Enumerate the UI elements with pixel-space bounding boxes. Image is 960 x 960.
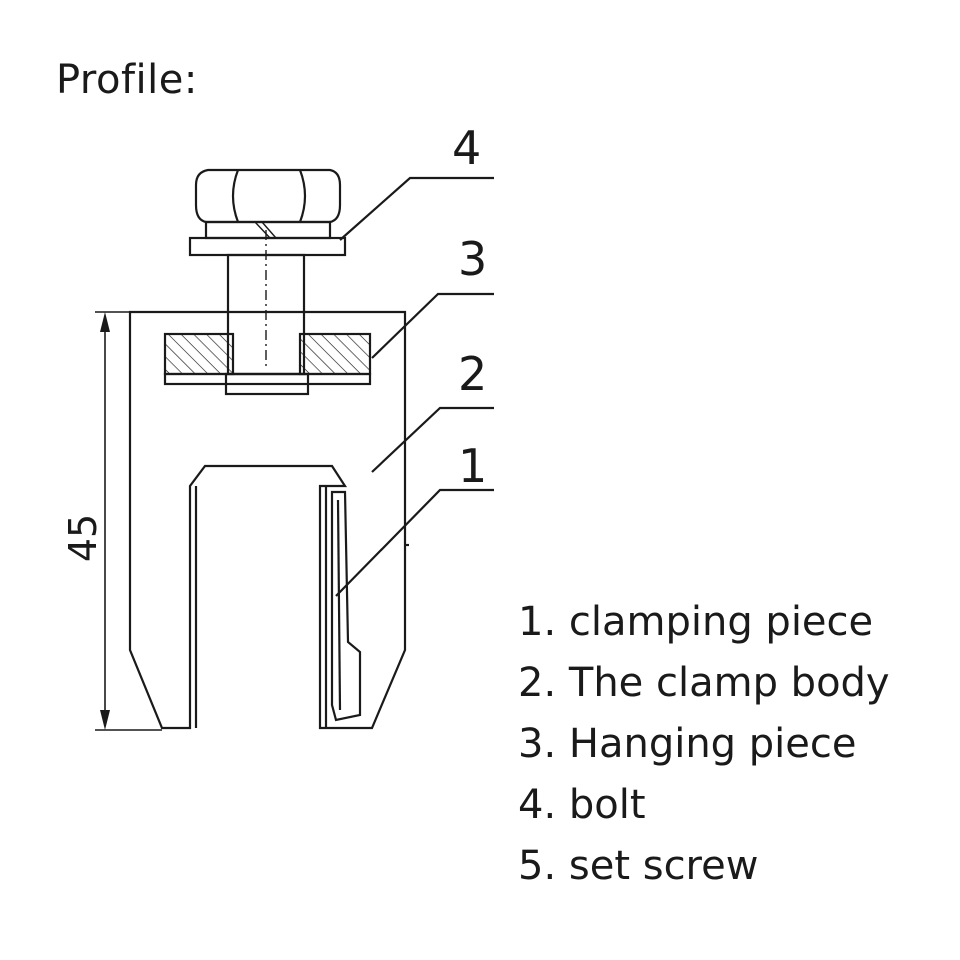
bolt-hex-face-left (231, 169, 240, 223)
leader-line-2 (371, 406, 494, 473)
leader-line-3 (371, 292, 494, 359)
parts-legend: 1. clamping piece 2. The clamp body 3. H… (518, 592, 890, 897)
dimension-arrow-top (100, 312, 110, 332)
hanging-piece-right-section (298, 332, 372, 376)
bolt-washer (188, 236, 347, 257)
dimension-value: 45 (61, 514, 105, 562)
hanging-piece-left-section (163, 332, 235, 376)
diagram-heading: Profile: (56, 57, 198, 103)
legend-item-hanging-piece: 3. Hanging piece (518, 721, 857, 767)
callout-number-3: 3 (458, 232, 487, 286)
callout-number-4: 4 (452, 121, 481, 175)
clamp-body-outline (128, 310, 407, 730)
leader-line-4 (339, 176, 494, 241)
set-screw-mark (254, 221, 277, 239)
bolt-hex-face-right (298, 169, 307, 223)
legend-item-bolt: 4. bolt (518, 782, 646, 828)
leader-line-1 (335, 488, 494, 597)
bolt-hex-head (194, 168, 342, 224)
callout-number-1: 1 (458, 439, 487, 493)
callout-number-2: 2 (458, 347, 487, 401)
hanging-piece-base (163, 372, 372, 386)
dimension-arrow-bottom (100, 710, 110, 730)
clamping-piece-outline (330, 490, 362, 722)
legend-item-clamp-body: 2. The clamp body (518, 660, 890, 706)
clamping-piece-inner (336, 499, 342, 711)
legend-item-set-screw: 5. set screw (518, 843, 759, 889)
legend-item-clamping-piece: 1. clamping piece (518, 599, 874, 645)
